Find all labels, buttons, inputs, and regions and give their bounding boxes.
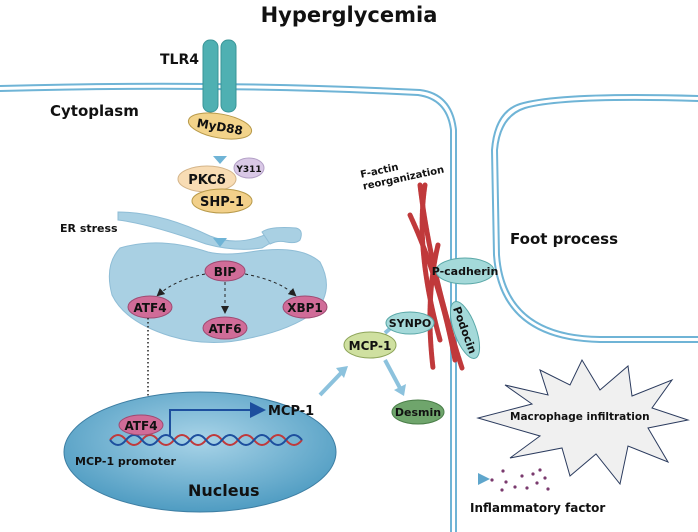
svg-text:Y311: Y311 [235, 165, 261, 175]
arrow-to-desmin [383, 359, 402, 389]
promoter-label: MCP-1 promoter [75, 455, 177, 468]
tlr4-label: TLR4 [160, 52, 199, 68]
inflammatory-dots [490, 468, 550, 492]
transcription-arrow [169, 402, 266, 436]
er-arrows [156, 273, 297, 314]
atf6-node: ATF6 [202, 316, 248, 340]
f-actin-label: F-actin reorganization [359, 153, 445, 193]
title: Hyperglycemia [261, 3, 438, 27]
mcp1-node: MCP-1 [343, 331, 397, 359]
mcp1-gene-label: MCP-1 [268, 404, 314, 419]
p-cadherin-node: P-cadherin [432, 257, 499, 285]
endoplasmic-reticulum [108, 211, 327, 343]
atf4-node: ATF4 [127, 295, 173, 319]
shp1-node: SHP-1 [191, 188, 253, 214]
dna-helix [109, 434, 303, 446]
svg-text:Desmin: Desmin [395, 406, 441, 419]
svg-text:SHP-1: SHP-1 [200, 195, 244, 210]
atf4-nucleus-node: ATF4 [118, 414, 164, 436]
inflammatory-label: Inflammatory factor [470, 501, 605, 515]
svg-text:ATF4: ATF4 [124, 419, 157, 433]
myd88-node: MyD88 [187, 112, 253, 140]
svg-text:SYNPO: SYNPO [389, 317, 432, 330]
svg-text:P-cadherin: P-cadherin [432, 265, 499, 278]
foot-process-label: Foot process [510, 230, 618, 248]
arrow-to-mcp1 [318, 370, 344, 397]
svg-text:MCP-1: MCP-1 [349, 339, 392, 353]
nucleus-label: Nucleus [188, 481, 260, 500]
podocin-node: Podocin [449, 301, 481, 359]
er-stress-label: ER stress [60, 222, 118, 235]
desmin-node: Desmin [391, 399, 445, 425]
macrophage-burst [476, 358, 690, 486]
macrophage-label: Macrophage infiltration [510, 411, 650, 423]
svg-text:XBP1: XBP1 [287, 301, 323, 315]
svg-text:BIP: BIP [214, 265, 237, 279]
svg-text:ATF4: ATF4 [133, 301, 166, 315]
cytoplasm-label: Cytoplasm [50, 102, 139, 120]
bip-node: BIP [204, 260, 246, 282]
pkc-delta-node: PKCδ [177, 165, 237, 193]
svg-text:PKCδ: PKCδ [188, 173, 226, 188]
cell-membrane [0, 82, 698, 532]
y311-node: Y311 [233, 157, 265, 179]
synpo-node: SYNPO [385, 311, 435, 335]
f-actin-filaments [407, 182, 465, 371]
tlr4-receptor [202, 39, 237, 113]
xbp1-node: XBP1 [282, 295, 328, 319]
svg-text:ATF6: ATF6 [208, 322, 241, 336]
